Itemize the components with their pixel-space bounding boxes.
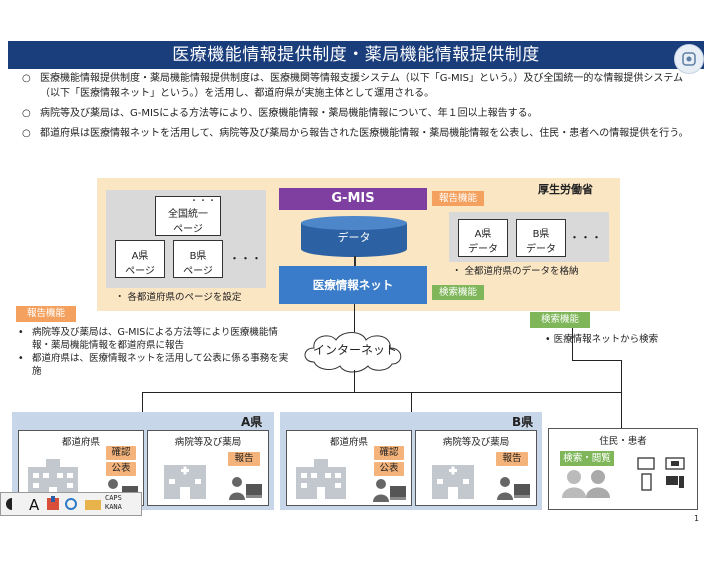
search-link-h (572, 360, 622, 361)
database-label: データ (337, 231, 371, 244)
pref-building-icon (292, 457, 350, 499)
data-more: ・・・ (569, 231, 602, 244)
branch-a (142, 392, 143, 412)
confirm-badge: 確認 (106, 446, 136, 460)
hospital-building-icon (428, 457, 478, 499)
pc-user-icon (372, 478, 408, 502)
internet-cloud-icon (300, 328, 410, 374)
lens-search-icon[interactable] (674, 44, 704, 74)
branch-b (411, 392, 412, 412)
devices-icon (636, 456, 686, 492)
b-pref-data: B県 データ (516, 219, 566, 257)
left-notes: •病院等及び薬局は、G-MISによる方法等により医療機能情報・薬局機能情報を都道… (18, 327, 289, 377)
intro-bullet-1: ○医療機能情報提供制度・薬局機能情報提供制度は、医療機関等情報支援システム（以下… (22, 73, 684, 99)
region-a-label: A県 (241, 415, 263, 429)
search-func-tag: 検索機能 (432, 285, 484, 300)
pages-note: ・ 各都道府県のページを設定 (115, 292, 242, 303)
branch-residents (621, 360, 622, 428)
page-number: 1 (694, 514, 700, 523)
publish-badge: 公表 (106, 462, 136, 476)
residents-people-icon (560, 468, 614, 498)
search-link-line (572, 328, 573, 360)
gmis-box: G-MIS (279, 188, 427, 210)
pc-user-icon (496, 476, 532, 500)
search-func-tag-right: 検索機能 (530, 312, 590, 328)
page-title: 医療機能情報提供制度・薬局機能情報提供制度 (8, 41, 704, 69)
national-page: ・・・ 全国統一 ページ (155, 196, 221, 236)
browse-tag: 検索・閲覧 (560, 451, 614, 466)
b-pref-page: B県 ページ (173, 240, 223, 278)
internet-label: インターネット (312, 343, 397, 357)
a-pref-page: A県 ページ (115, 240, 165, 278)
net-to-cloud-line (354, 304, 355, 332)
intro-bullet-3: ○都道府県は医療情報ネットを活用して、病院等及び薬局から報告された医療機能情報・… (22, 128, 689, 139)
db-connector (354, 256, 356, 266)
a-pref-data: A県 データ (458, 219, 508, 257)
report-badge: 報告 (496, 452, 528, 466)
report-func-tag-left: 報告機能 (16, 306, 76, 322)
database-icon (299, 215, 409, 257)
svg-text:A: A (29, 496, 40, 514)
cloud-down-line (354, 370, 355, 392)
confirm-badge: 確認 (374, 446, 404, 460)
region-b-label: B県 (512, 415, 534, 429)
publish-badge: 公表 (374, 462, 404, 476)
net-box: 医療情報ネット (279, 266, 427, 304)
hospital-building-icon (160, 457, 210, 499)
intro-bullet-2: ○病院等及び薬局は、G-MISによる方法等により、医療機能情報・薬局機能情報につ… (22, 108, 538, 119)
data-note: ・ 全都道府県のデータを格納 (452, 266, 579, 277)
right-note: • 医療情報ネットから検索 (545, 334, 659, 345)
pc-user-icon (228, 476, 264, 500)
report-func-tag: 報告機能 (432, 191, 484, 206)
branch-line (142, 392, 622, 393)
pages-more: ・・・ (229, 252, 262, 265)
report-badge: 報告 (228, 452, 260, 466)
ministry-label: 厚生労働省 (538, 183, 593, 196)
